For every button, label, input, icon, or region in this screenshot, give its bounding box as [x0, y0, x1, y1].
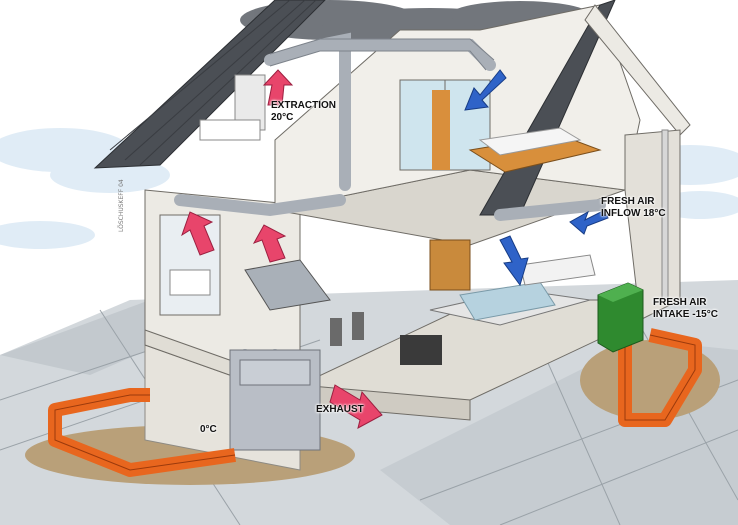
extraction-label-line1: EXTRACTION: [271, 100, 336, 112]
fresh-air-intake-line1: FRESH AIR: [653, 297, 718, 309]
exhaust-label: EXHAUST: [316, 404, 364, 416]
fresh-air-intake-box: [598, 283, 643, 352]
fresh-air-inflow-line1: FRESH AIR: [601, 196, 666, 208]
extraction-label-line2: 20°C: [271, 112, 336, 124]
fresh-air-inflow-label: FRESH AIR INFLOW 18°C: [601, 196, 666, 220]
fresh-air-inflow-line2: INFLOW 18°C: [601, 208, 666, 220]
ground-temp-label: 0°C: [200, 424, 217, 436]
fresh-air-intake-line2: INTAKE -15°C: [653, 309, 718, 321]
extraction-label: EXTRACTION 20°C: [271, 100, 336, 124]
artist-signature: LÖSCHUSKEFF 04: [118, 179, 125, 232]
fresh-air-intake-label: FRESH AIR INTAKE -15°C: [653, 297, 718, 321]
